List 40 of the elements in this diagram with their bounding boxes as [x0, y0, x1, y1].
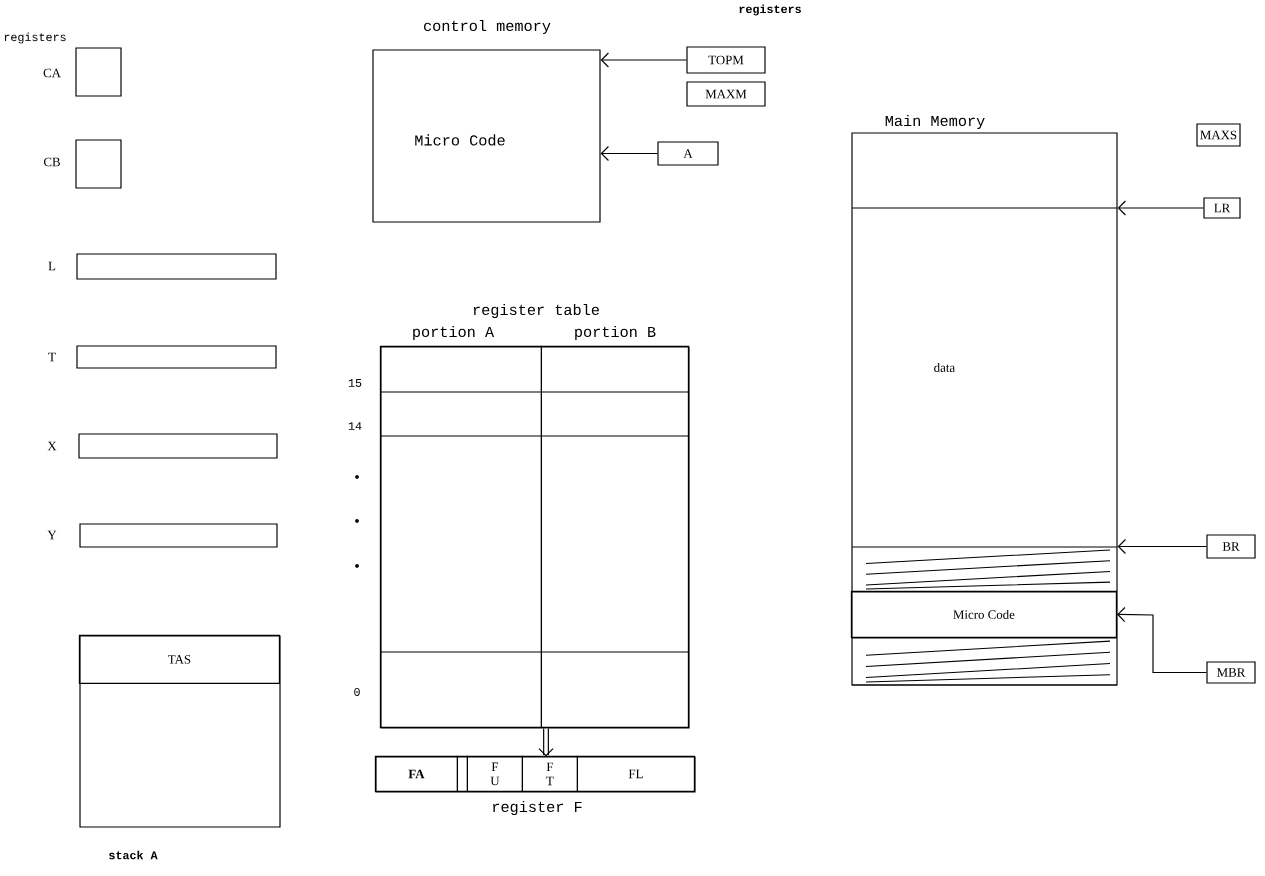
table-heading: register table	[473, 303, 599, 319]
column-heading: portion B	[575, 325, 656, 341]
register-name: T	[48, 352, 56, 362]
register-caption: register F	[493, 800, 582, 816]
register-name: CB	[43, 157, 60, 167]
box-heading: control memory	[424, 19, 551, 35]
register-name: CA	[43, 68, 61, 78]
register-field: F T	[521, 755, 578, 792]
column-heading: portion A	[413, 325, 495, 341]
arrow	[1117, 606, 1207, 674]
register-name: Y	[47, 530, 57, 540]
register-box: MAXS	[1196, 123, 1241, 147]
section-heading: registers	[739, 4, 801, 16]
row-number: 0	[354, 688, 360, 696]
register-box: MAXM	[686, 81, 766, 107]
box-text: Micro Code	[415, 134, 505, 146]
arrow	[1117, 200, 1204, 216]
register-box: LR	[1203, 197, 1241, 219]
row-number: 14	[348, 422, 362, 430]
memory-region: Micro Code	[850, 590, 1117, 638]
section-heading: registers	[4, 32, 66, 44]
arrow	[600, 52, 687, 68]
register-name: stack A	[109, 850, 158, 860]
arrow	[600, 145, 658, 162]
register-name: L	[48, 261, 56, 271]
arrow	[1117, 538, 1207, 555]
region-text: data	[934, 362, 955, 372]
register-field: F U	[466, 755, 523, 792]
register-field: FL	[576, 755, 695, 792]
register-box: BR	[1206, 534, 1256, 559]
arrow	[538, 728, 554, 757]
register-field: FA	[374, 755, 458, 792]
register-box: A	[657, 141, 719, 166]
box-heading: Main Memory	[885, 114, 985, 130]
register-field	[456, 755, 468, 792]
register-box: TOPM	[686, 46, 766, 74]
row-number: 15	[348, 379, 362, 387]
register-box: MBR	[1206, 661, 1256, 684]
register-name: X	[47, 441, 57, 451]
stack-top-band: TAS	[78, 634, 280, 684]
